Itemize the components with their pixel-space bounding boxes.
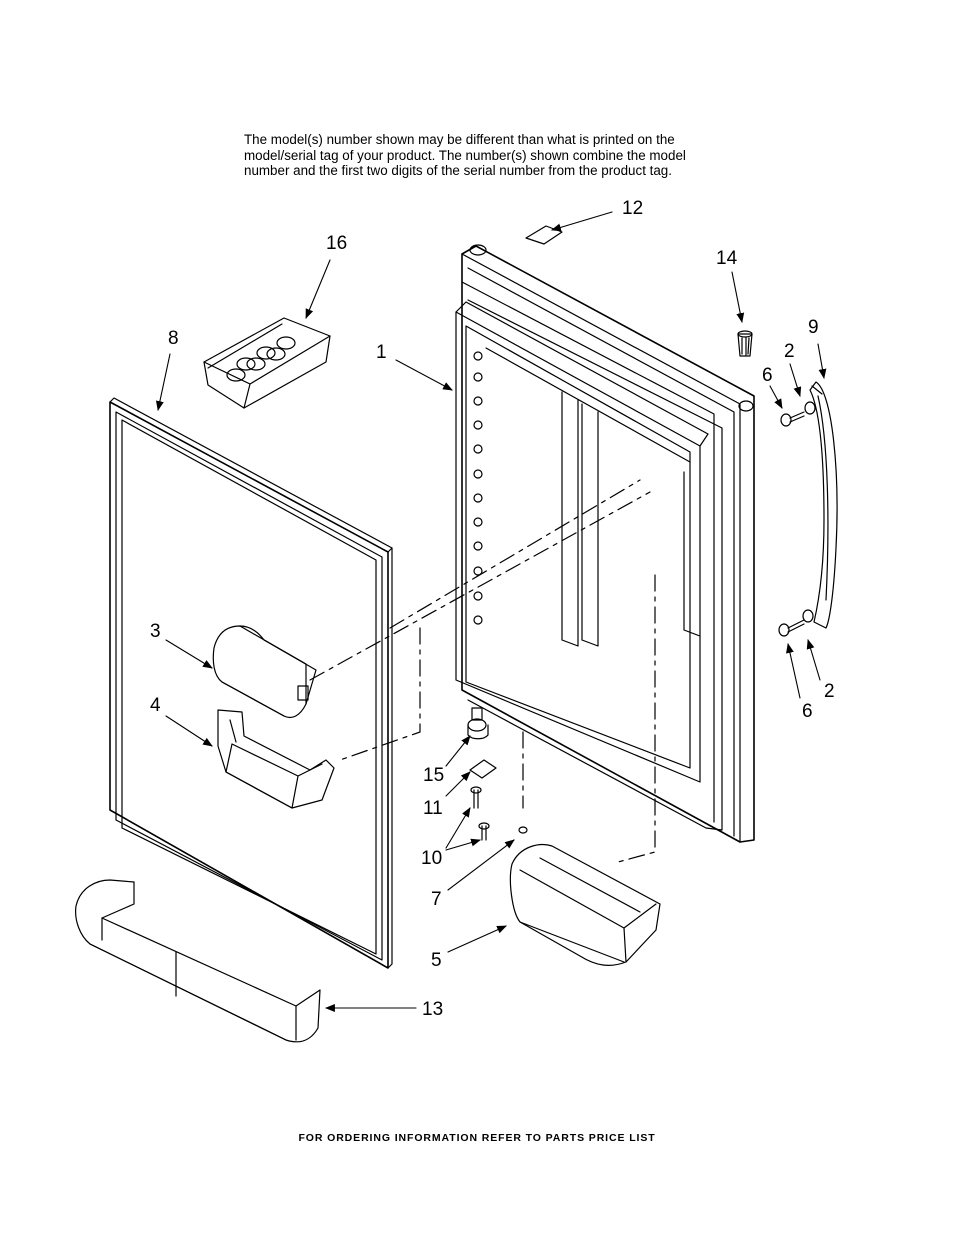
outer-door-part [455,244,755,843]
callout-6-top: 6 [762,365,773,386]
callout-4: 4 [150,695,161,716]
door-bin-part [509,843,661,966]
callout-13: 13 [422,999,443,1020]
callout-7: 7 [431,889,442,910]
hinge-hardware [467,707,528,841]
callout-8: 8 [168,328,179,349]
model-number-note: The model(s) number shown may be differe… [244,132,764,179]
door-handle-part [809,381,838,629]
alignment-dashed-lines [309,479,656,863]
clip-part-12 [525,225,563,245]
callout-12: 12 [622,198,643,219]
callout-6-bottom: 6 [802,701,813,722]
plug-part-14 [737,330,753,357]
callout-9: 9 [808,317,819,338]
dairy-cover-part [212,625,317,719]
callout-2-bottom: 2 [824,681,835,702]
callout-3: 3 [150,621,161,642]
callout-labels: 12 16 14 9 8 1 2 6 3 2 4 6 15 11 10 7 5 … [150,198,835,1020]
callout-10: 10 [421,848,442,869]
note-line-3: number and the first two digits of the s… [244,163,672,178]
callout-11: 11 [423,798,443,819]
note-line-2: model/serial tag of your product. The nu… [244,147,686,163]
dairy-bin-part [217,709,335,809]
callout-5: 5 [431,950,442,971]
callout-15: 15 [423,765,444,786]
door-liner-part [109,397,393,969]
handle-screws [778,401,816,637]
ordering-footer: FOR ORDERING INFORMATION REFER TO PARTS … [298,1132,656,1144]
shelf-clips [473,351,483,625]
callout-2-top: 2 [784,341,795,362]
callout-14: 14 [716,248,738,269]
lower-bin-bar-part [75,879,321,1043]
callout-16: 16 [326,233,347,254]
egg-tray-part [203,317,331,409]
callout-1: 1 [376,342,387,363]
callout-arrows [155,211,827,1012]
note-line-1: The model(s) number shown may be differe… [244,132,675,147]
